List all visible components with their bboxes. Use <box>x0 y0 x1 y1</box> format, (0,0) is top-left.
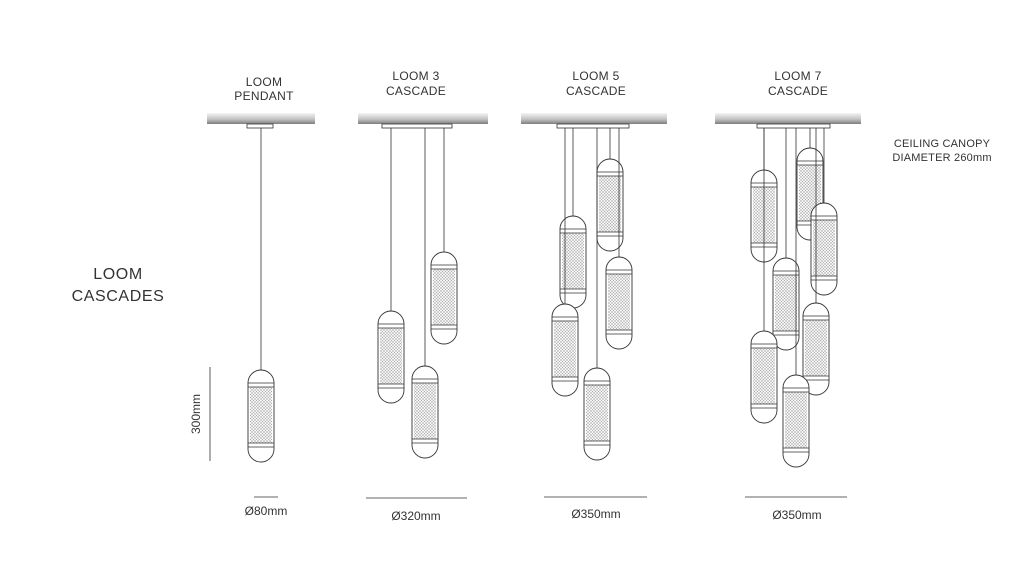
diameter-label: Ø350mm <box>772 508 821 522</box>
lamp-mesh <box>380 328 402 384</box>
pendant-lamp <box>583 128 611 461</box>
canopy-note-line-1: CEILING CANOPY <box>894 138 991 150</box>
ceiling-bar <box>715 113 861 124</box>
canopy-note-line-2: DIAMETER 260mm <box>892 152 991 164</box>
pendant-lamp <box>247 128 275 463</box>
ceiling-canopy <box>756 123 831 129</box>
lamp-mesh <box>813 220 835 276</box>
height-dimension-label: 300mm <box>189 394 203 434</box>
lamp-mesh <box>785 392 807 448</box>
lamp-mesh <box>414 383 436 439</box>
diameter-label: Ø320mm <box>391 509 440 523</box>
variant-name-line-1: LOOM 7 <box>774 69 821 83</box>
variant-name-line-2: CASCADE <box>566 84 626 98</box>
variant-name-line-2: CASCADE <box>386 84 446 98</box>
pendant-lamp <box>782 128 810 468</box>
title-line-1: LOOM <box>93 266 143 283</box>
pendant-lamp <box>411 128 439 459</box>
lamp-mesh <box>775 275 797 331</box>
ceiling-canopy <box>381 123 453 129</box>
pendant-lamp <box>430 128 458 345</box>
lamp-mesh <box>562 233 584 289</box>
ceiling-canopy <box>556 123 630 129</box>
title-line-2: CASCADES <box>72 288 165 305</box>
pendant-group <box>551 128 633 461</box>
pendant-group <box>247 128 275 463</box>
variant-name-line-1: LOOM 3 <box>392 69 439 83</box>
lamp-mesh <box>586 385 608 441</box>
variant-name-line-2: CASCADE <box>768 84 828 98</box>
variant-pendant: LOOM PENDANT Ø80mm <box>207 75 315 518</box>
pendant-lamp <box>750 128 778 424</box>
lamp-mesh <box>608 274 630 330</box>
variant-name-line-1: LOOM <box>246 75 283 89</box>
pendant-lamp <box>772 128 800 351</box>
diameter-label: Ø350mm <box>571 507 620 521</box>
lamp-mesh <box>599 176 621 232</box>
variant-cascade-3: LOOM 3 CASCADE Ø320mm <box>358 69 488 523</box>
ceiling-bar <box>358 113 488 124</box>
lamp-mesh <box>805 320 827 376</box>
variant-name-line-2: PENDANT <box>234 89 294 103</box>
lamp-mesh <box>250 387 272 443</box>
ceiling-canopy <box>246 123 274 129</box>
variant-name-line-1: LOOM 5 <box>572 69 619 83</box>
lamp-mesh <box>433 269 455 325</box>
lamp-mesh <box>554 321 576 377</box>
pendant-lamp <box>605 128 633 350</box>
pendant-group <box>750 128 838 468</box>
pendant-lamp <box>810 128 838 296</box>
pendant-group <box>377 128 458 459</box>
pendant-lamp <box>559 128 587 309</box>
pendant-lamp <box>377 128 405 404</box>
variant-cascade-5: LOOM 5 CASCADE Ø350mm <box>521 69 667 521</box>
height-dimension: 300mm <box>189 367 211 461</box>
ceiling-bar <box>207 113 315 124</box>
lamp-mesh <box>753 348 775 404</box>
pendant-lamp <box>551 128 579 397</box>
pendant-lamp <box>802 128 830 396</box>
variant-cascade-7: LOOM 7 CASCADE Ø350mm <box>715 69 861 522</box>
diameter-label: Ø80mm <box>245 504 288 518</box>
ceiling-bar <box>521 113 667 124</box>
